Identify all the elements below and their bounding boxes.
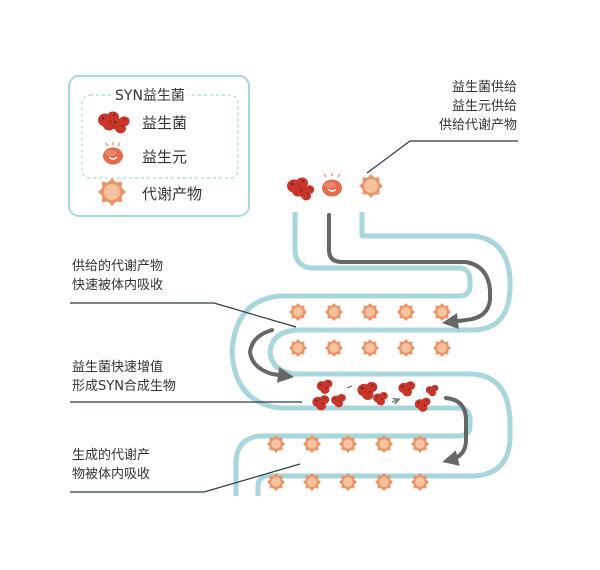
annotation-absorb-2-line-2: 物被体内吸收	[72, 467, 151, 482]
metabolites-row-2	[267, 435, 429, 491]
annotation-absorb-2: 生成的代谢产 物被体内吸收	[72, 446, 150, 484]
legend-prebiotic-icon	[102, 142, 124, 166]
legend-label-metabolite: 代谢产物	[142, 185, 203, 203]
leader-lines	[70, 140, 518, 493]
proliferating-bacteria	[312, 379, 439, 412]
leader-supply	[366, 140, 518, 174]
flow-arrows	[247, 213, 492, 466]
annotation-proliferate-line-2: 形成SYN合成生物	[72, 379, 176, 394]
annotation-absorb-1: 供给的代谢产物 快速被体内吸收	[72, 257, 163, 295]
intestine-shape	[229, 212, 513, 496]
annotation-absorb-2-line-1: 生成的代谢产	[72, 448, 151, 463]
legend-metabolite-icon	[98, 178, 126, 206]
annotation-supply-line-2: 益生元供给	[451, 99, 517, 114]
flow-arrow-3	[442, 396, 468, 466]
annotation-proliferate: 益生菌快速增值 形成SYN合成生物	[72, 358, 176, 396]
flow-arrow-2	[247, 328, 294, 383]
legend-label-probiotic: 益生菌	[142, 114, 188, 132]
annotation-absorb-1-line-2: 快速被体内吸收	[72, 278, 164, 293]
annotation-supply-line-3: 供给代谢产物	[438, 118, 517, 133]
annotation-supply-line-1: 益生菌供给	[451, 80, 517, 95]
annotation-proliferate-line-1: 益生菌快速增值	[72, 360, 164, 375]
leader-absorb1	[70, 302, 297, 328]
leader-absorb2	[70, 463, 301, 493]
legend-label-prebiotic: 益生元	[142, 148, 188, 166]
entering-particles	[287, 173, 383, 201]
flow-arrow-1	[327, 213, 492, 329]
annotation-absorb-1-line-1: 供给的代谢产物	[72, 259, 164, 274]
legend-title: SYN益生菌	[112, 85, 188, 105]
annotation-supply: 益生菌供给 益生元供给 供给代谢产物	[439, 78, 517, 135]
